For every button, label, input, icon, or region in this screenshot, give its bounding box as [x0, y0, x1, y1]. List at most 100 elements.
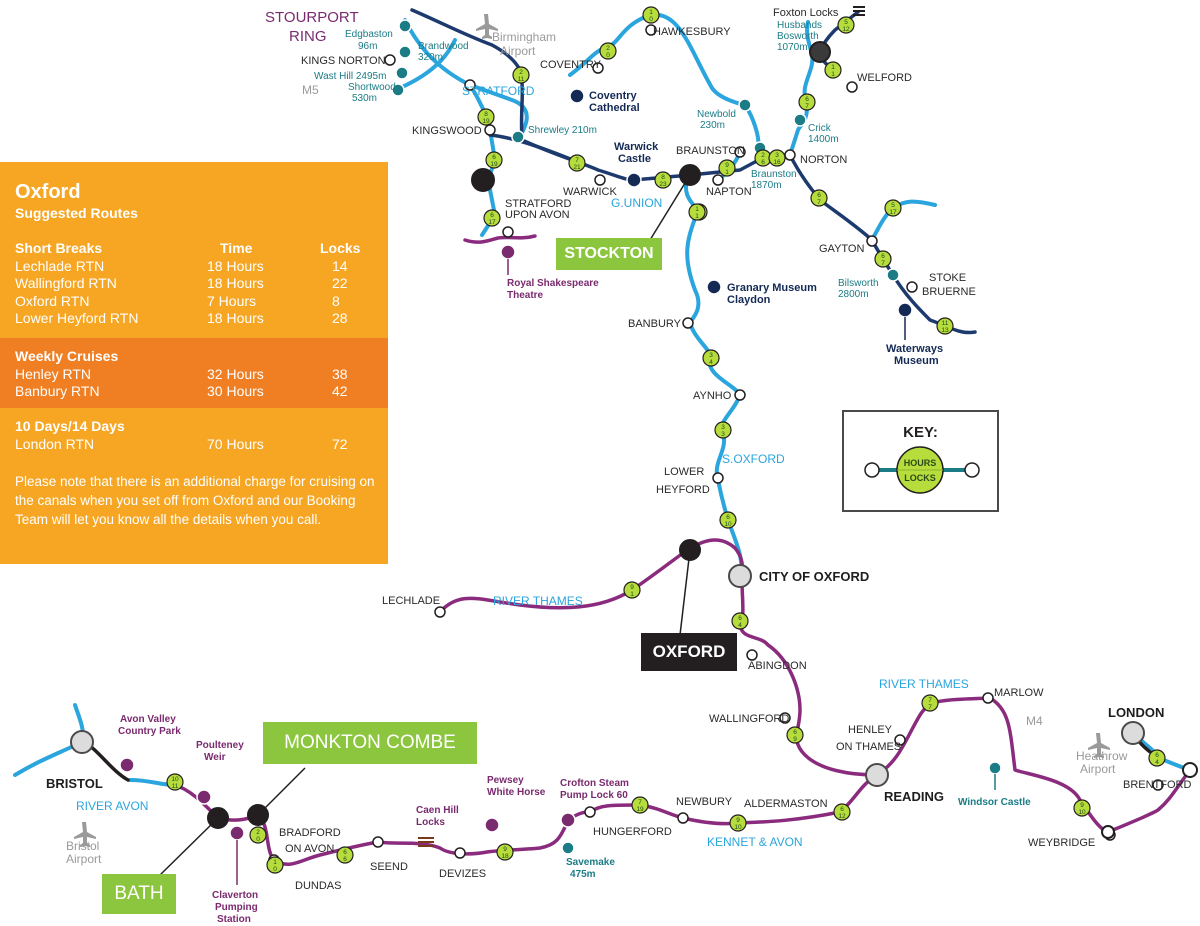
- label-pewsey: Pewsey: [487, 775, 524, 786]
- label-royal-shakespeare: Royal Shakespeare: [507, 278, 599, 289]
- label-edgbaston: Edgbaston: [345, 29, 393, 40]
- label-hawkesbury: HAWKESBURY: [653, 26, 731, 38]
- river-thames-oxford-link: [463, 234, 537, 244]
- lock-badge-circle: [599, 42, 617, 60]
- route-locks: 22: [332, 275, 348, 291]
- label-dundas: DUNDAS: [295, 880, 341, 892]
- label-pewsey-2: White Horse: [487, 787, 546, 798]
- route-time: 32 Hours: [207, 365, 264, 382]
- label-river-thames-2: RIVER THAMES: [879, 677, 969, 691]
- lock-badge: 20: [249, 826, 267, 844]
- lock-badge-circle: [1148, 749, 1166, 767]
- time-header: Time: [220, 240, 253, 256]
- label-napton: NAPTON: [706, 186, 752, 198]
- lock-count: 19: [636, 806, 644, 813]
- route-name: Banbury RTN: [15, 383, 100, 399]
- warwick-castle-marker: [626, 172, 642, 188]
- lock-badge: 910: [729, 814, 747, 832]
- lock-hours: 3: [721, 424, 725, 431]
- lock-badge: 10: [642, 6, 660, 24]
- label-bristol-airport-2: Airport: [66, 852, 102, 866]
- route-row: Banbury RTN 30 Hours 42: [0, 383, 388, 401]
- lock-badge: 91: [623, 581, 641, 599]
- lock-badge-circle: [729, 814, 747, 832]
- label-newbury: NEWBURY: [676, 796, 733, 808]
- label-banbury: BANBURY: [628, 318, 682, 330]
- granary-museum-marker: [706, 279, 722, 295]
- claverton-marker: [229, 825, 245, 841]
- label-cathedral: Cathedral: [589, 102, 640, 114]
- lock-badge: 316: [768, 149, 786, 167]
- lock-count: 23: [659, 181, 667, 188]
- route-name: London RTN: [15, 435, 95, 452]
- label-river-thames: RIVER THAMES: [493, 594, 583, 608]
- label-hungerford: HUNGERFORD: [593, 826, 672, 838]
- label-savemake: Savemake: [566, 857, 615, 868]
- route-time: 30 Hours: [207, 383, 264, 399]
- label-shrewley: Shrewley 210m: [528, 125, 597, 136]
- lock-badge-circle: [631, 796, 649, 814]
- lock-badge: 64: [731, 612, 749, 630]
- label-bilsworth: Bilsworth: [838, 278, 879, 289]
- label-upon-avon: UPON AVON: [505, 209, 570, 221]
- lock-count: 1: [725, 169, 729, 176]
- lock-badge-circle: [477, 108, 495, 126]
- key-title: KEY:: [903, 424, 938, 441]
- lock-badge: 512: [837, 16, 855, 34]
- coventry-cathedral-marker: [569, 88, 585, 104]
- label-aynho: AYNHO: [693, 390, 732, 402]
- route-locks: 38: [332, 365, 348, 382]
- label-kennet-avon: KENNET & AVON: [707, 835, 803, 849]
- key-graphic: HOURS LOCKS: [864, 446, 980, 494]
- lock-count: 12: [838, 813, 846, 820]
- lock-count: 4: [1155, 759, 1159, 766]
- label-lechlade: LECHLADE: [382, 595, 440, 607]
- lock-badge-circle: [810, 189, 828, 207]
- crofton-marker: [560, 812, 576, 828]
- lock-count: 13: [941, 327, 949, 334]
- lock-count: 7: [881, 260, 885, 267]
- lock-badge: 719: [631, 796, 649, 814]
- bath-base-tag: BATH: [102, 874, 176, 914]
- label-coventry-cathedral: Coventry: [589, 90, 638, 102]
- lock-badge-circle: [718, 159, 736, 177]
- label-poulteney: Poulteney: [196, 740, 244, 751]
- route-row: Lower Heyford RTN 18 Hours 28: [0, 310, 388, 328]
- label-coventry: COVENTRY: [540, 59, 602, 71]
- route-locks: 8: [332, 292, 340, 309]
- lock-hours: 6: [840, 806, 844, 813]
- lock-badge-circle: [568, 154, 586, 172]
- avon-valley-marker: [119, 757, 135, 773]
- lock-count: 17: [488, 219, 496, 226]
- lock-badge-circle: [731, 612, 749, 630]
- lock-count: 9: [793, 736, 797, 743]
- label-stourport: STOURPORT: [265, 9, 359, 26]
- lock-hours: 10: [171, 776, 179, 783]
- label-bosworth: Bosworth: [777, 31, 819, 42]
- lock-badge: 67: [810, 189, 828, 207]
- canal-grand-union-branch: [870, 199, 937, 242]
- hub-weybridge-end: [1101, 825, 1115, 839]
- label-devizes: DEVIZES: [439, 868, 486, 880]
- oxford-pointer: [679, 549, 691, 636]
- label-heathrow-airport: Airport: [1080, 762, 1116, 776]
- hub-london: [1121, 721, 1145, 745]
- lock-count: 10: [1078, 809, 1086, 816]
- weekly-cruises-section: Weekly Cruises Henley RTN 32 Hours 38 Ba…: [0, 338, 388, 408]
- route-name: Henley RTN: [15, 365, 91, 382]
- lock-hours: 1: [831, 64, 835, 71]
- lock-hours: 7: [575, 157, 579, 164]
- label-caen-hill: Caen Hill: [416, 805, 459, 816]
- label-on-thames: ON THAMES: [836, 741, 901, 753]
- lock-badge: 612: [833, 803, 851, 821]
- lock-count: 7: [805, 103, 809, 110]
- lock-badge: 67: [874, 250, 892, 268]
- lock-hours: 6: [881, 253, 885, 260]
- lock-badge: 823: [654, 171, 672, 189]
- lock-hours: 6: [492, 154, 496, 161]
- lock-hours: 5: [891, 202, 895, 209]
- label-gayton: GAYTON: [819, 243, 864, 255]
- lock-badge-circle: [702, 349, 720, 367]
- tunnel-crick: [793, 113, 807, 127]
